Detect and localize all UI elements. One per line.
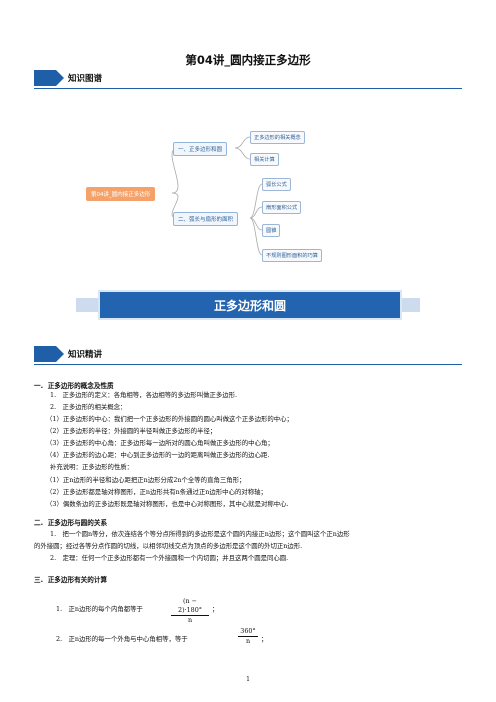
paragraph: 补充说明：正多边形的性质：	[50, 463, 134, 471]
fraction-denominator: n	[238, 636, 258, 646]
formula-line-1: 1. 正n边形的每个内角都等于	[56, 604, 143, 615]
paragraph: 2. 定理：任何一个正多边形都有一个外接圆和一个内切圆；并且这两个圆是同心圆.	[50, 554, 289, 562]
fraction-interior-angle: (n − 2)·180° n	[171, 597, 209, 625]
heading-1: 一. 正多边形的概念及性质	[34, 380, 114, 390]
formula-text: 2. 正n边形的每一个外角与中心角相等，等于	[56, 635, 188, 643]
heading-text: 正多边形有关的计算	[47, 576, 108, 584]
mindmap-leaf: 正多边形的相关概念	[250, 131, 305, 144]
formula-line-2: 2. 正n边形的每一个外角与中心角相等，等于	[56, 634, 188, 645]
heading-number: 一.	[34, 382, 44, 390]
section-label: 知识精讲	[68, 350, 103, 360]
formula-text: 1. 正n边形的每个内角都等于	[56, 605, 143, 613]
paragraph: （1）正n边形的半径和边心距把正n边形分成2n个全等的直角三角形；	[46, 476, 246, 484]
formula-end: ；	[212, 605, 219, 613]
paragraph: （2）正多边形都是轴对称图形，正n边形共有n条通过正n边形中心的对称轴；	[46, 488, 267, 496]
formula-end: ；	[261, 635, 268, 643]
paragraph: 的外接圆；经过各等分点作圆的切线，以相邻切线交点为顶点的多边形是这个圆的外切正n…	[34, 542, 303, 550]
heading-text: 正多边形的概念及性质	[47, 382, 114, 390]
fraction-numerator: (n − 2)·180°	[178, 597, 202, 614]
section-header-knowledge-map: 知识图谱	[34, 70, 102, 86]
page-title: 第04讲_圆内接正多边形	[185, 53, 311, 67]
heading-2: 二. 正多边形与圆的关系	[34, 517, 107, 527]
mindmap-leaf: 弧长公式	[262, 178, 291, 191]
paragraph: 1. 把一个圆n等分，依次连结各个等分点所得到的多边形是这个圆的内接正n边形；这…	[50, 530, 350, 538]
page-number: 1	[246, 676, 250, 683]
paragraph: （1）正多边形的中心：我们把一个正多边形的外接圆的圆心叫做这个正多边形的中心；	[46, 415, 293, 423]
paragraph: （2）正多边形的半径：外接圆的半径叫做正多边形的半径；	[46, 427, 217, 435]
mindmap-leaf: 扇形面积公式	[262, 201, 302, 214]
heading-number: 二.	[34, 519, 44, 527]
mindmap-root: 第04讲_圆内接正多边形	[86, 187, 156, 201]
paragraph: （3）偶数条边的正多边形既是轴对称图形，也是中心对称图形，其中心就是对称中心.	[46, 500, 289, 508]
pencil-icon	[34, 346, 64, 362]
fraction-numerator: 360°	[240, 627, 256, 635]
topic-banner: 正多边形和圆	[100, 292, 400, 318]
heading-text: 正多边形与圆的关系	[47, 519, 108, 527]
paragraph: （4）正多边形的边心距：中心到正多边形的一边的距离叫做正多边形的边心距.	[46, 451, 270, 459]
mindmap-leaf: 相关计算	[250, 153, 279, 166]
mindmap-leaf: 圆锥	[262, 224, 281, 237]
pencil-icon	[34, 70, 64, 86]
section-header-knowledge-notes: 知识精讲	[34, 346, 102, 362]
mindmap-leaf: 不规则图形面积的巧算	[262, 249, 322, 262]
heading-3: 三. 正多边形有关的计算	[34, 574, 107, 584]
mindmap-branch-2: 二、弧长与扇形的面积	[173, 212, 239, 226]
section-divider	[34, 88, 462, 89]
fraction-denominator: n	[171, 615, 209, 625]
section-label: 知识图谱	[68, 74, 103, 84]
section-divider	[34, 364, 462, 365]
paragraph: 2. 正多边形的相关概念：	[50, 403, 127, 411]
paragraph: （3）正多边形的中心角：正多边形每一边所对的圆心角叫做正多边形的中心角；	[46, 439, 274, 447]
fraction-central-angle: 360° n	[238, 627, 258, 646]
heading-number: 三.	[34, 576, 44, 584]
paragraph: 1. 正多边形的定义：各角相等，各边相等的多边形叫做正多边形.	[50, 391, 238, 399]
mindmap-branch-1: 一、正多边形和圆	[173, 142, 228, 156]
